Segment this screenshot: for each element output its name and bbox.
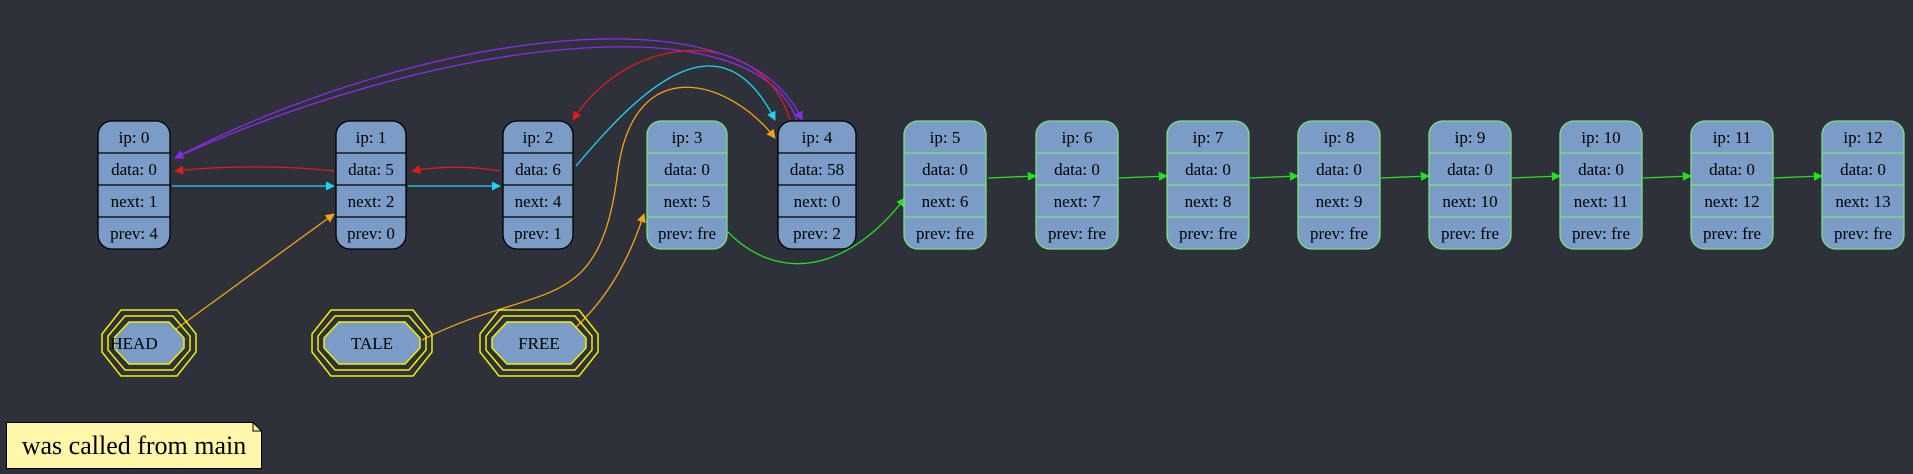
list-node-data: data: 6 xyxy=(515,160,561,179)
edge-free-8-9 xyxy=(1380,171,1430,181)
list-node-prev: prev: fre xyxy=(916,224,974,243)
edge-free-10-11 xyxy=(1642,171,1692,181)
list-node-next: next: 13 xyxy=(1835,192,1890,211)
edge-free-3-5 xyxy=(727,197,906,265)
edge-prev-1-0 xyxy=(174,165,335,175)
list-node-ip: ip: 5 xyxy=(930,128,961,147)
pointer-free: FREE xyxy=(479,309,599,377)
list-node-next: next: 12 xyxy=(1704,192,1759,211)
list-node-prev: prev: fre xyxy=(658,224,716,243)
edge-free-7-8 xyxy=(1249,171,1299,181)
list-node-data: data: 0 xyxy=(1054,160,1100,179)
list-node-next: next: 2 xyxy=(348,192,395,211)
list-node-next: next: 5 xyxy=(664,192,711,211)
list-node-ip: ip: 4 xyxy=(802,128,833,147)
edge-free xyxy=(572,213,646,331)
list-node-next: next: 0 xyxy=(794,192,841,211)
edge-prev-4-2 xyxy=(572,50,791,121)
list-node-prev: prev: fre xyxy=(1572,224,1630,243)
edge-head xyxy=(171,213,335,333)
list-node-1: ip: 1 data: 5 next: 2 prev: 0 xyxy=(335,120,407,250)
list-node-ip: ip: 1 xyxy=(356,128,387,147)
pointer-head: HEAD xyxy=(101,309,197,377)
edge-free-9-10 xyxy=(1511,171,1561,181)
pointer-head-label: HEAD xyxy=(110,334,157,353)
list-node-next: next: 4 xyxy=(515,192,562,211)
list-node-prev: prev: 2 xyxy=(793,224,841,243)
edge-free-6-7 xyxy=(1118,171,1168,181)
list-node-11: ip: 11 data: 0 next: 12 prev: fre xyxy=(1690,120,1774,250)
edge-free-5-6 xyxy=(987,171,1037,181)
list-node-data: data: 0 xyxy=(1578,160,1624,179)
pointer-tale: TALE xyxy=(311,309,433,377)
list-node-prev: prev: fre xyxy=(1441,224,1499,243)
list-node-5: ip: 5 data: 0 next: 6 prev: fre xyxy=(903,120,987,250)
pointer-tale-label: TALE xyxy=(351,334,393,353)
edge-next-4-0 xyxy=(174,46,798,159)
nodes: ip: 0 data: 0 next: 1 prev: 4 ip: 1 data: 5 ne… xyxy=(97,120,1905,250)
list-node-prev: prev: fre xyxy=(1048,224,1106,243)
list-node-ip: ip: 10 xyxy=(1581,128,1620,147)
list-node-data: data: 5 xyxy=(348,160,394,179)
list-node-next: next: 7 xyxy=(1054,192,1101,211)
list-node-4: ip: 4 data: 58 next: 0 prev: 2 xyxy=(777,120,857,250)
list-node-8: ip: 8 data: 0 next: 9 prev: fre xyxy=(1297,120,1381,250)
note: was called from main xyxy=(6,422,262,469)
list-node-ip: ip: 3 xyxy=(672,128,703,147)
list-node-next: next: 9 xyxy=(1316,192,1363,211)
list-node-ip: ip: 9 xyxy=(1455,128,1486,147)
list-node-data: data: 0 xyxy=(1185,160,1231,179)
list-node-prev: prev: fre xyxy=(1310,224,1368,243)
list-node-ip: ip: 11 xyxy=(1713,128,1752,147)
list-node-next: next: 10 xyxy=(1442,192,1497,211)
note-text: was called from main xyxy=(21,431,247,460)
note-shape xyxy=(6,422,262,469)
list-node-12: ip: 12 data: 0 next: 13 prev: fre xyxy=(1821,120,1905,250)
list-node-data: data: 0 xyxy=(1447,160,1493,179)
list-node-prev: prev: 4 xyxy=(110,224,158,243)
list-node-prev: prev: 0 xyxy=(347,224,395,243)
list-node-7: ip: 7 data: 0 next: 8 prev: fre xyxy=(1166,120,1250,250)
list-node-9: ip: 9 data: 0 next: 10 prev: fre xyxy=(1428,120,1512,250)
list-node-3: ip: 3 data: 0 next: 5 prev: fre xyxy=(646,120,728,250)
edge-prev-0-4 xyxy=(174,38,803,159)
edges xyxy=(171,38,1823,341)
list-node-ip: ip: 8 xyxy=(1324,128,1355,147)
list-node-ip: ip: 6 xyxy=(1062,128,1093,147)
list-node-prev: prev: 1 xyxy=(514,224,562,243)
list-node-data: data: 0 xyxy=(922,160,968,179)
edge-prev-2-1 xyxy=(411,165,501,175)
list-node-prev: prev: fre xyxy=(1179,224,1237,243)
list-node-ip: ip: 7 xyxy=(1193,128,1224,147)
list-node-next: next: 6 xyxy=(922,192,969,211)
list-node-data: data: 0 xyxy=(111,160,157,179)
list-node-10: ip: 10 data: 0 next: 11 prev: fre xyxy=(1559,120,1643,250)
list-node-ip: ip: 12 xyxy=(1843,128,1882,147)
list-node-0: ip: 0 data: 0 next: 1 prev: 4 xyxy=(97,120,171,250)
pointer-free-label: FREE xyxy=(518,334,560,353)
list-node-data: data: 0 xyxy=(1316,160,1362,179)
list-node-data: data: 58 xyxy=(790,160,844,179)
list-node-prev: prev: fre xyxy=(1834,224,1892,243)
edge-free-11-12 xyxy=(1773,171,1823,181)
list-node-2: ip: 2 data: 6 next: 4 prev: 1 xyxy=(502,120,574,250)
list-node-data: data: 0 xyxy=(1840,160,1886,179)
list-node-next: next: 11 xyxy=(1574,192,1629,211)
edge-next-2-4 xyxy=(575,65,776,167)
list-node-6: ip: 6 data: 0 next: 7 prev: fre xyxy=(1035,120,1119,250)
edge-tale xyxy=(421,86,776,341)
list-node-data: data: 0 xyxy=(1709,160,1755,179)
list-node-next: next: 8 xyxy=(1185,192,1232,211)
list-node-prev: prev: fre xyxy=(1703,224,1761,243)
list-node-ip: ip: 2 xyxy=(523,128,554,147)
list-node-data: data: 0 xyxy=(664,160,710,179)
list-node-next: next: 1 xyxy=(111,192,158,211)
list-node-ip: ip: 0 xyxy=(119,128,150,147)
